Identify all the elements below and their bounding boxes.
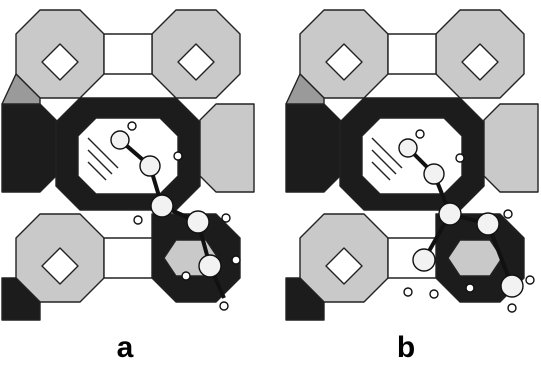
- panel-label-a: a: [116, 331, 134, 364]
- cage-window: [77, 117, 179, 195]
- hydrogen-atom: [133, 215, 143, 225]
- hatch-line: [87, 149, 113, 175]
- hatch-line: [87, 161, 107, 181]
- hatch-line: [371, 137, 403, 169]
- atom: [139, 155, 161, 177]
- hatch-line: [87, 137, 119, 169]
- atom: [412, 248, 436, 272]
- panel-b-structure: [284, 8, 540, 324]
- hydrogen-atom: [525, 275, 535, 285]
- dark-face-bottom-left: [1, 277, 41, 321]
- atom: [398, 138, 418, 158]
- connector-top: [103, 33, 153, 75]
- dark-face-bottom-left: [285, 277, 325, 321]
- atom: [110, 130, 130, 150]
- hatch-line: [371, 149, 397, 175]
- hatch-line: [371, 161, 391, 181]
- square-face: [41, 247, 79, 285]
- hydrogen-atom: [415, 129, 425, 139]
- atom: [150, 194, 174, 218]
- hydrogen-atom: [507, 303, 517, 313]
- hexagon-face: [447, 239, 503, 277]
- hydrogen-atom: [465, 283, 475, 293]
- hydrogen-atom: [429, 289, 439, 299]
- atom: [423, 163, 445, 185]
- mid-face: [1, 73, 41, 105]
- hydrogen-atom: [503, 209, 513, 219]
- connector-top: [387, 33, 437, 75]
- hydrogen-atom: [221, 213, 231, 223]
- atom: [500, 274, 524, 298]
- hydrogen-atom: [127, 121, 137, 131]
- dark-face-left: [285, 103, 349, 193]
- connector-bottom: [103, 237, 153, 279]
- zeolite-cage-diagram-b: [285, 9, 539, 321]
- hydrogen-atom: [181, 271, 191, 281]
- square-face: [325, 247, 363, 285]
- dark-face-left: [1, 103, 65, 193]
- atom: [438, 202, 462, 226]
- hydrogen-atom: [231, 255, 241, 265]
- square-face: [325, 43, 363, 81]
- atom: [186, 210, 210, 234]
- panel-label-b: b: [396, 331, 416, 364]
- hydrogen-atom: [455, 153, 465, 163]
- face-right: [199, 103, 255, 193]
- square-face: [41, 43, 79, 81]
- panel-a-structure: [0, 8, 256, 324]
- hydrogen-atom: [173, 151, 183, 161]
- square-face: [461, 43, 499, 81]
- mid-face: [285, 73, 325, 105]
- face-right: [483, 103, 539, 193]
- square-face: [177, 43, 215, 81]
- hydrogen-atom: [403, 287, 413, 297]
- atom: [476, 212, 500, 236]
- hydrogen-atom: [219, 301, 229, 311]
- zeolite-cage-diagram-a: [1, 9, 255, 321]
- atom: [198, 254, 222, 278]
